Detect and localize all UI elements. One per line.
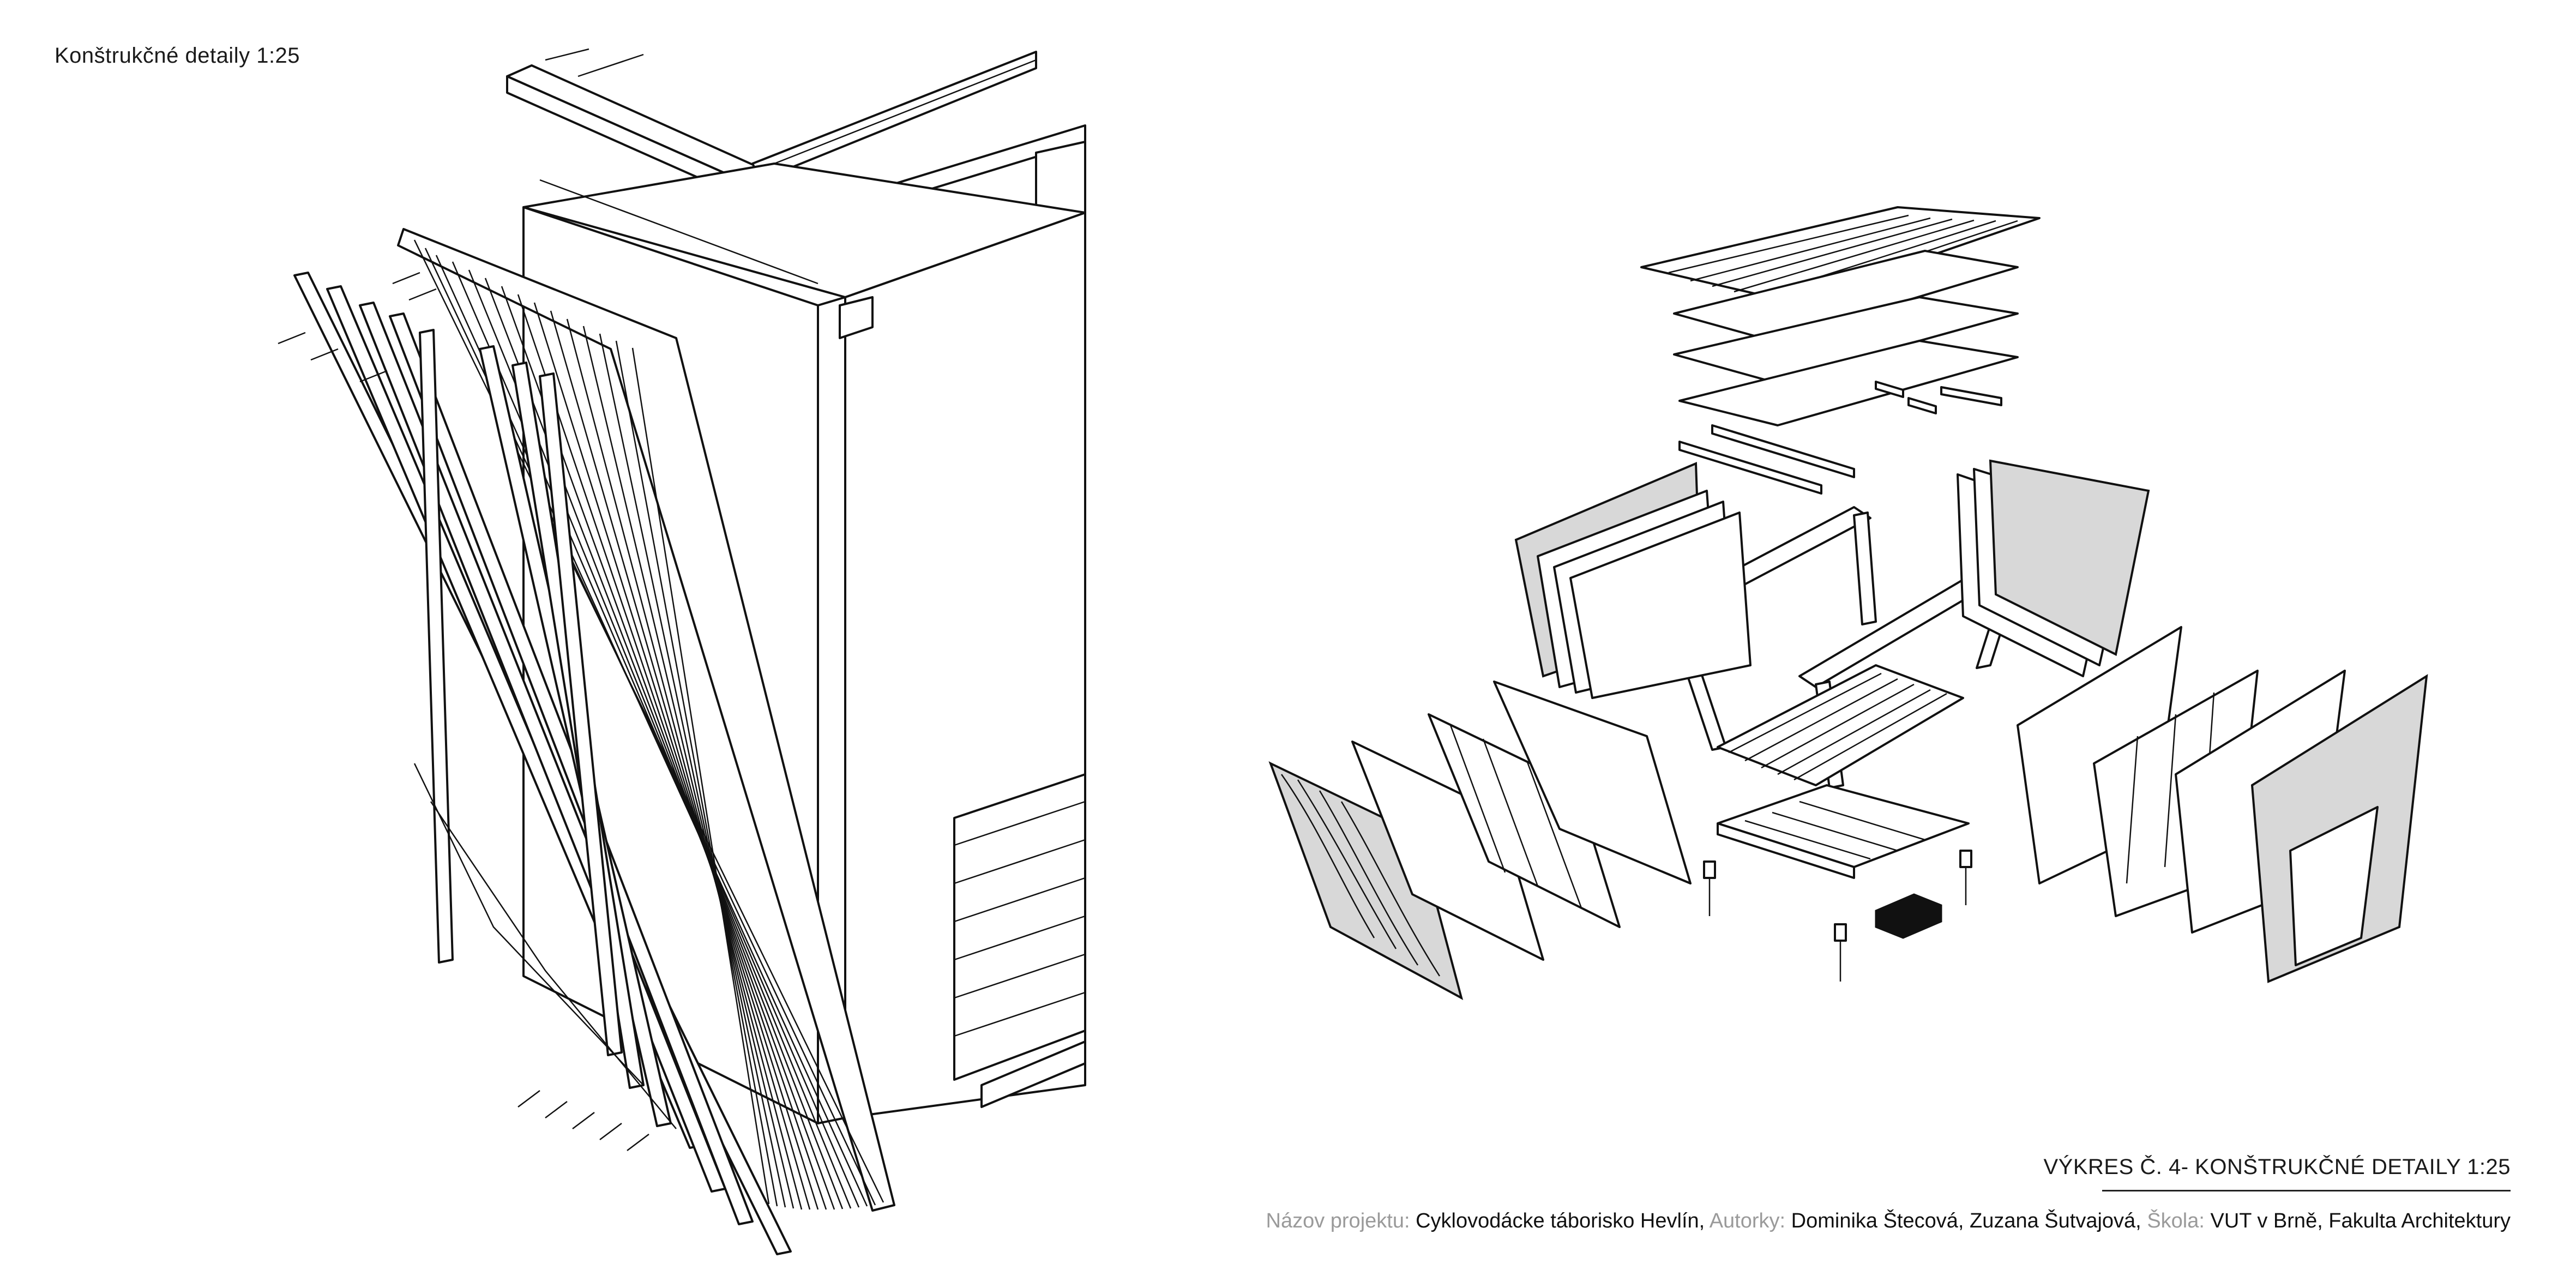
roof-board-1 [1673, 250, 2019, 342]
right-side-wall [2017, 626, 2428, 983]
roof-board-3 [1678, 340, 2019, 426]
footings [1703, 850, 1972, 982]
roof-board-2 [1673, 296, 2019, 383]
left-side-wall [1268, 681, 1692, 1000]
project-label: Názov projektu: [1266, 1209, 1410, 1232]
drawing-title: Konštrukčné detaily 1:25 [55, 44, 300, 68]
roof-joists [1678, 381, 2002, 495]
authors-value: Dominika Štecová, Zuzana Šutvajová, [1791, 1209, 2141, 1232]
roof-layer [1640, 206, 2041, 304]
floor-platform [1717, 784, 1970, 879]
screws [278, 272, 649, 1151]
credits-line: Názov projektu: Cyklovodácke táborisko H… [1266, 1209, 2511, 1233]
school-value: VUT v Brně, Fakulta Architektury [2210, 1209, 2511, 1232]
sheet-title: VÝKRES Č. 4- KONŠTRUKČNÉ DETAILY 1:25 [2043, 1155, 2511, 1179]
left-back-wall [1514, 462, 1752, 699]
battens [293, 272, 792, 1255]
authors-label: Autorky: [1709, 1209, 1786, 1232]
footing-block [1875, 893, 1942, 939]
wall-section-detail [278, 48, 1086, 1255]
school-label: Škola: [2147, 1209, 2205, 1232]
exploded-axonometry [1268, 206, 2428, 1000]
title-underline [2102, 1190, 2511, 1191]
right-back-wall [1957, 459, 2150, 677]
floor-boards [953, 773, 1086, 1108]
project-value: Cyklovodácke táborisko Hevlín, [1416, 1209, 1705, 1232]
